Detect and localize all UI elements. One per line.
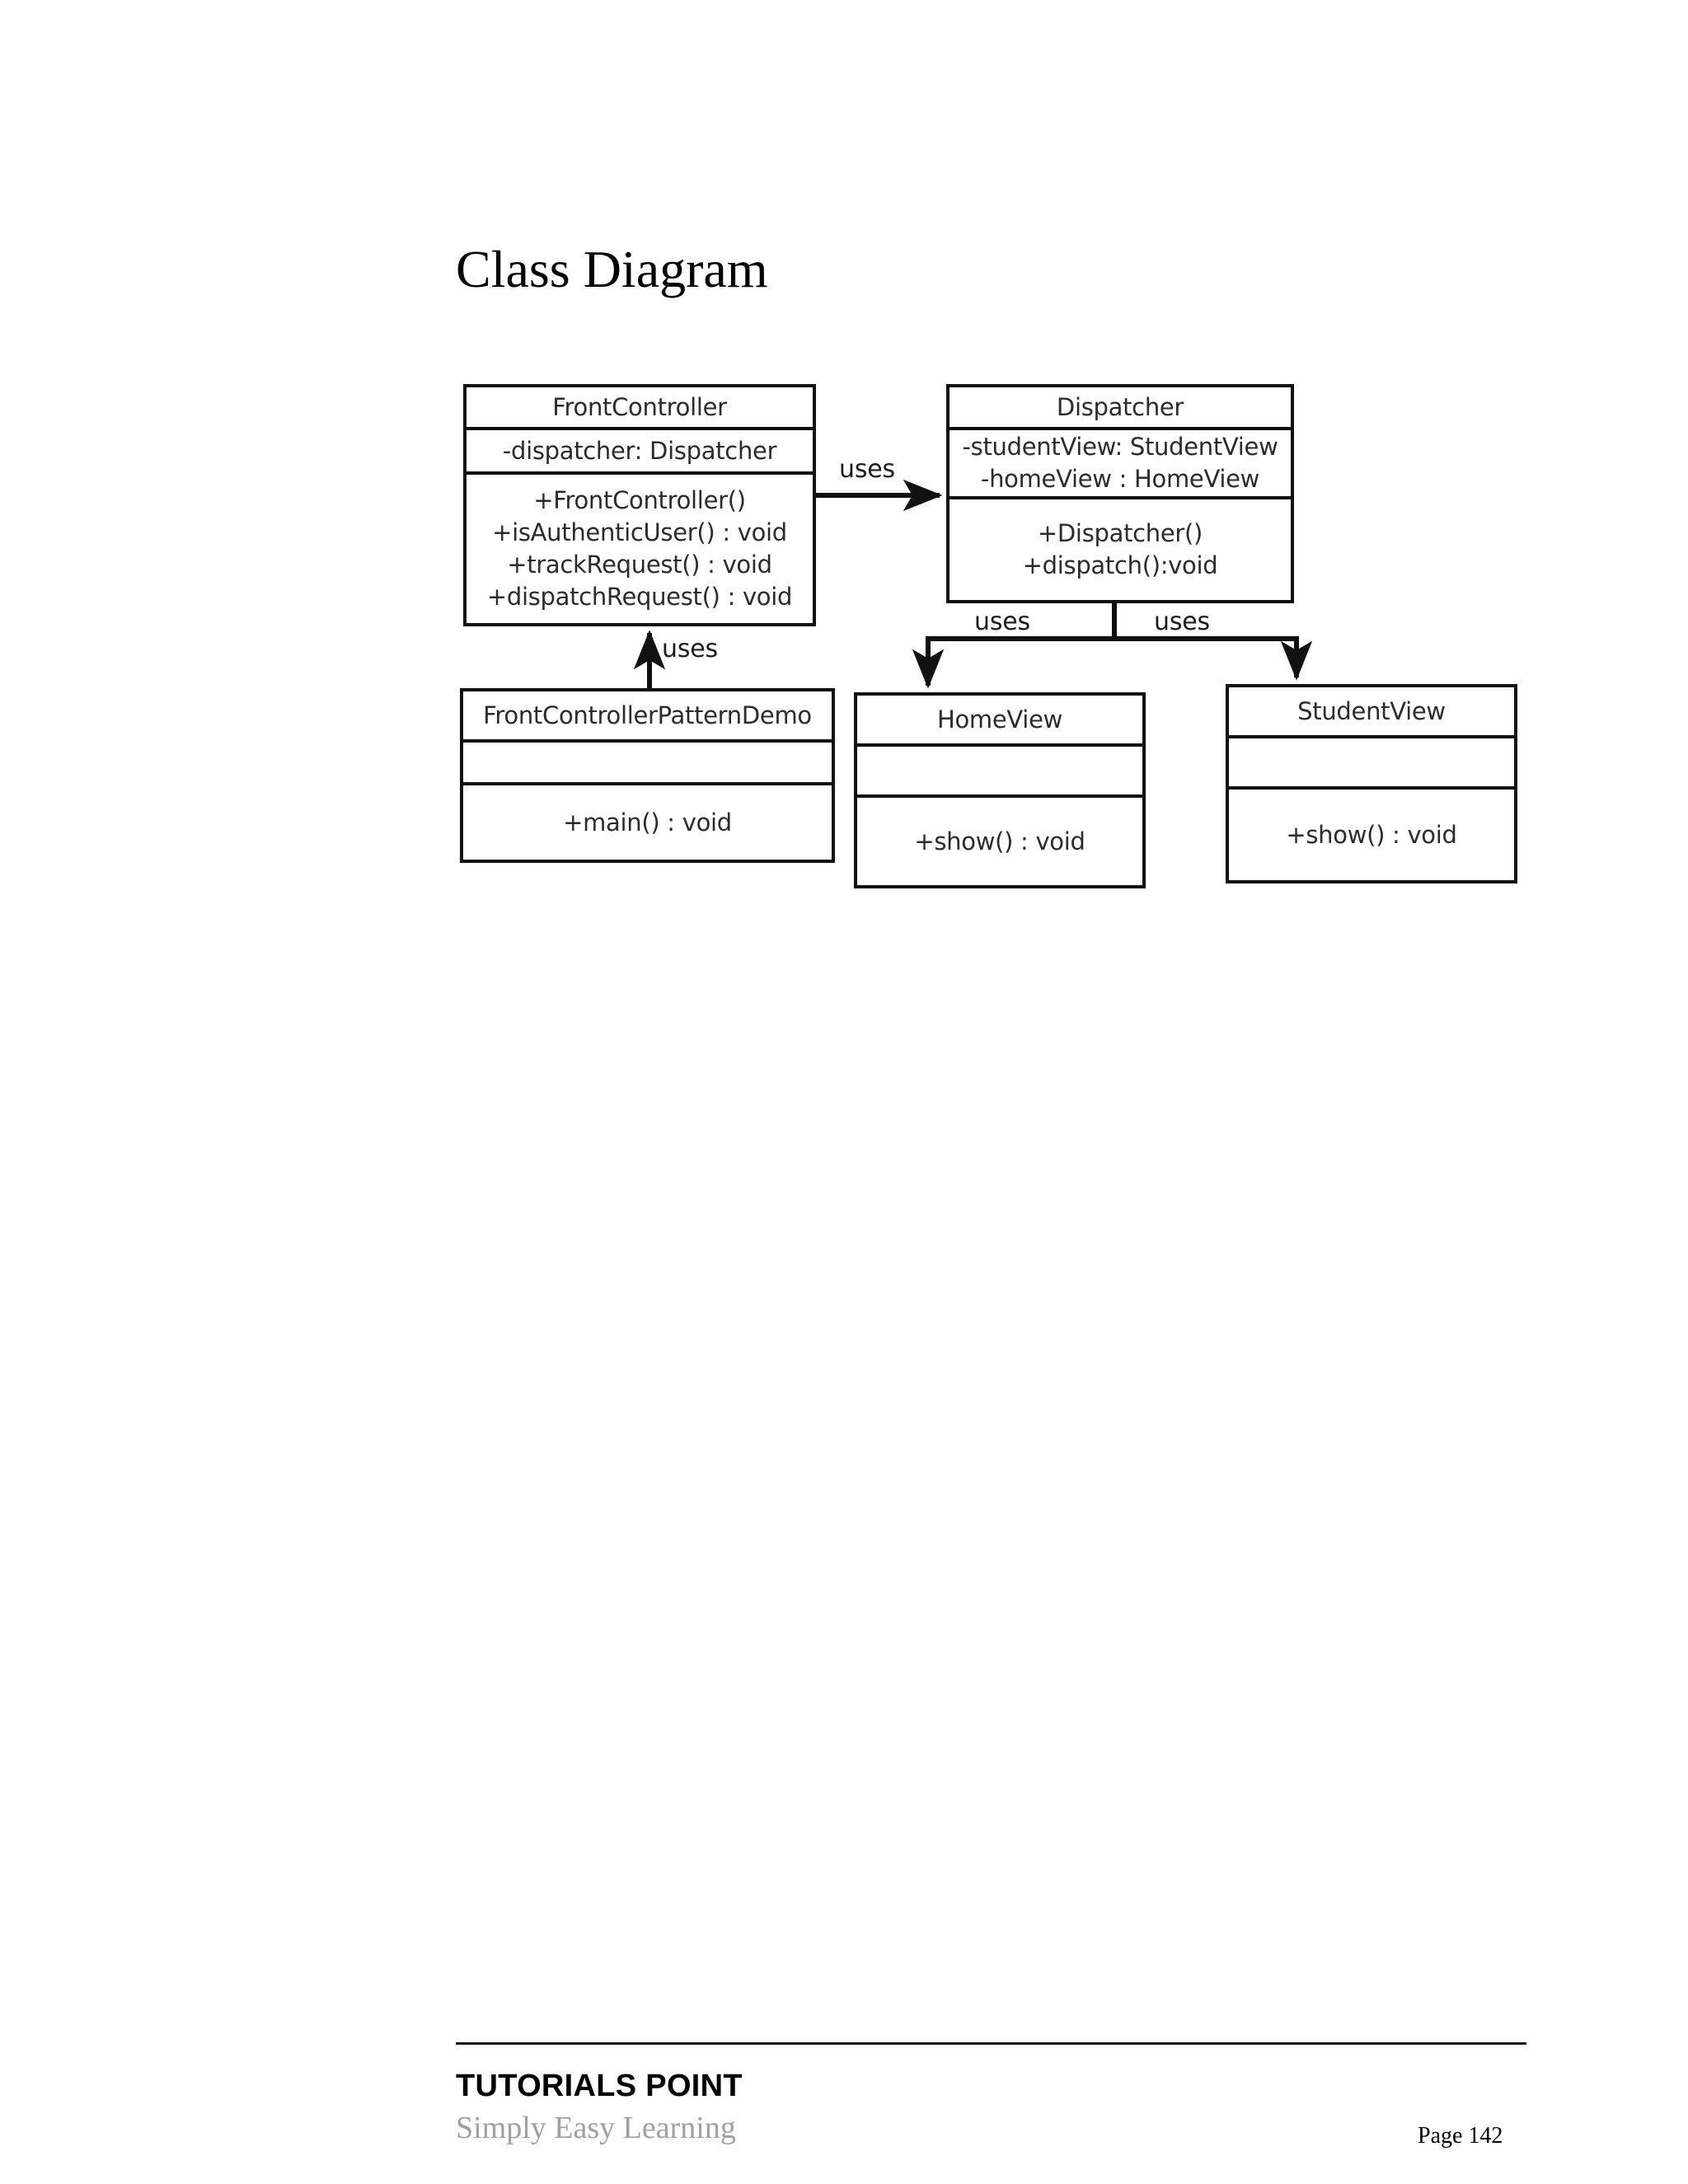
page-title: Class Diagram — [456, 240, 768, 298]
class-method: +show() : void — [1286, 820, 1457, 849]
class-box-frontcontroller: FrontController -dispatcher: Dispatcher … — [463, 384, 816, 626]
class-methods-compartment: +show() : void — [857, 798, 1142, 885]
class-method: +dispatchRequest() : void — [486, 582, 793, 611]
class-method: +FrontController() — [533, 486, 746, 515]
class-attribute: -homeView : HomeView — [980, 465, 1260, 493]
class-attributes-compartment: -studentView: StudentView -homeView : Ho… — [950, 430, 1291, 499]
class-box-dispatcher: Dispatcher -studentView: StudentView -ho… — [946, 384, 1294, 603]
class-attributes-compartment — [857, 747, 1142, 798]
class-methods-compartment: +FrontController() +isAuthenticUser() : … — [467, 475, 813, 623]
class-name-compartment: StudentView — [1229, 687, 1514, 738]
class-attribute: -studentView: StudentView — [962, 433, 1278, 462]
class-name-compartment: HomeView — [857, 696, 1142, 747]
footer-brand: TUTORIALS POINT — [456, 2069, 743, 2103]
class-name: FrontControllerPatternDemo — [483, 701, 812, 729]
class-name-compartment: Dispatcher — [950, 387, 1291, 430]
class-name-compartment: FrontControllerPatternDemo — [463, 691, 832, 743]
class-method: +dispatch():void — [1022, 551, 1218, 579]
class-method: +main() : void — [563, 808, 732, 837]
class-name-compartment: FrontController — [467, 387, 813, 430]
class-diagram: Dispatcher (horizontal, left to right) -… — [0, 0, 1688, 989]
relation-dispatcher-studentview — [1114, 636, 1313, 681]
footer-page-number: Page 142 — [1418, 2123, 1503, 2149]
class-name: HomeView — [936, 705, 1063, 733]
class-attributes-compartment — [463, 743, 832, 785]
class-methods-compartment: +Dispatcher() +dispatch():void — [950, 499, 1291, 600]
class-attribute: -dispatcher: Dispatcher — [502, 436, 777, 465]
class-attributes-compartment — [1229, 738, 1514, 790]
footer-tagline: Simply Easy Learning — [456, 2111, 736, 2145]
edge-label-dispatcher-homeview: uses — [974, 607, 1030, 636]
class-methods-compartment: +main() : void — [463, 785, 832, 860]
class-methods-compartment: +show() : void — [1229, 790, 1514, 880]
class-method: +Dispatcher() — [1037, 519, 1203, 548]
class-method: +trackRequest() : void — [507, 551, 772, 579]
edge-label-dispatcher-studentview: uses — [1154, 607, 1210, 636]
class-box-frontcontrollerpatterndemo: FrontControllerPatternDemo +main() : voi… — [460, 688, 835, 863]
class-name: Dispatcher — [1056, 392, 1184, 421]
class-box-homeview: HomeView +show() : void — [854, 692, 1146, 888]
class-attributes-compartment: -dispatcher: Dispatcher — [467, 430, 813, 475]
class-box-studentview: StudentView +show() : void — [1226, 684, 1517, 883]
edge-label-demo-frontcontroller: uses — [662, 635, 718, 663]
class-name: FrontController — [552, 392, 727, 421]
edge-label-frontcontroller-dispatcher: uses — [839, 455, 895, 484]
class-name: StudentView — [1297, 696, 1446, 725]
footer-divider — [456, 2042, 1526, 2045]
class-method: +show() : void — [914, 827, 1085, 855]
class-method: +isAuthenticUser() : void — [492, 518, 787, 547]
